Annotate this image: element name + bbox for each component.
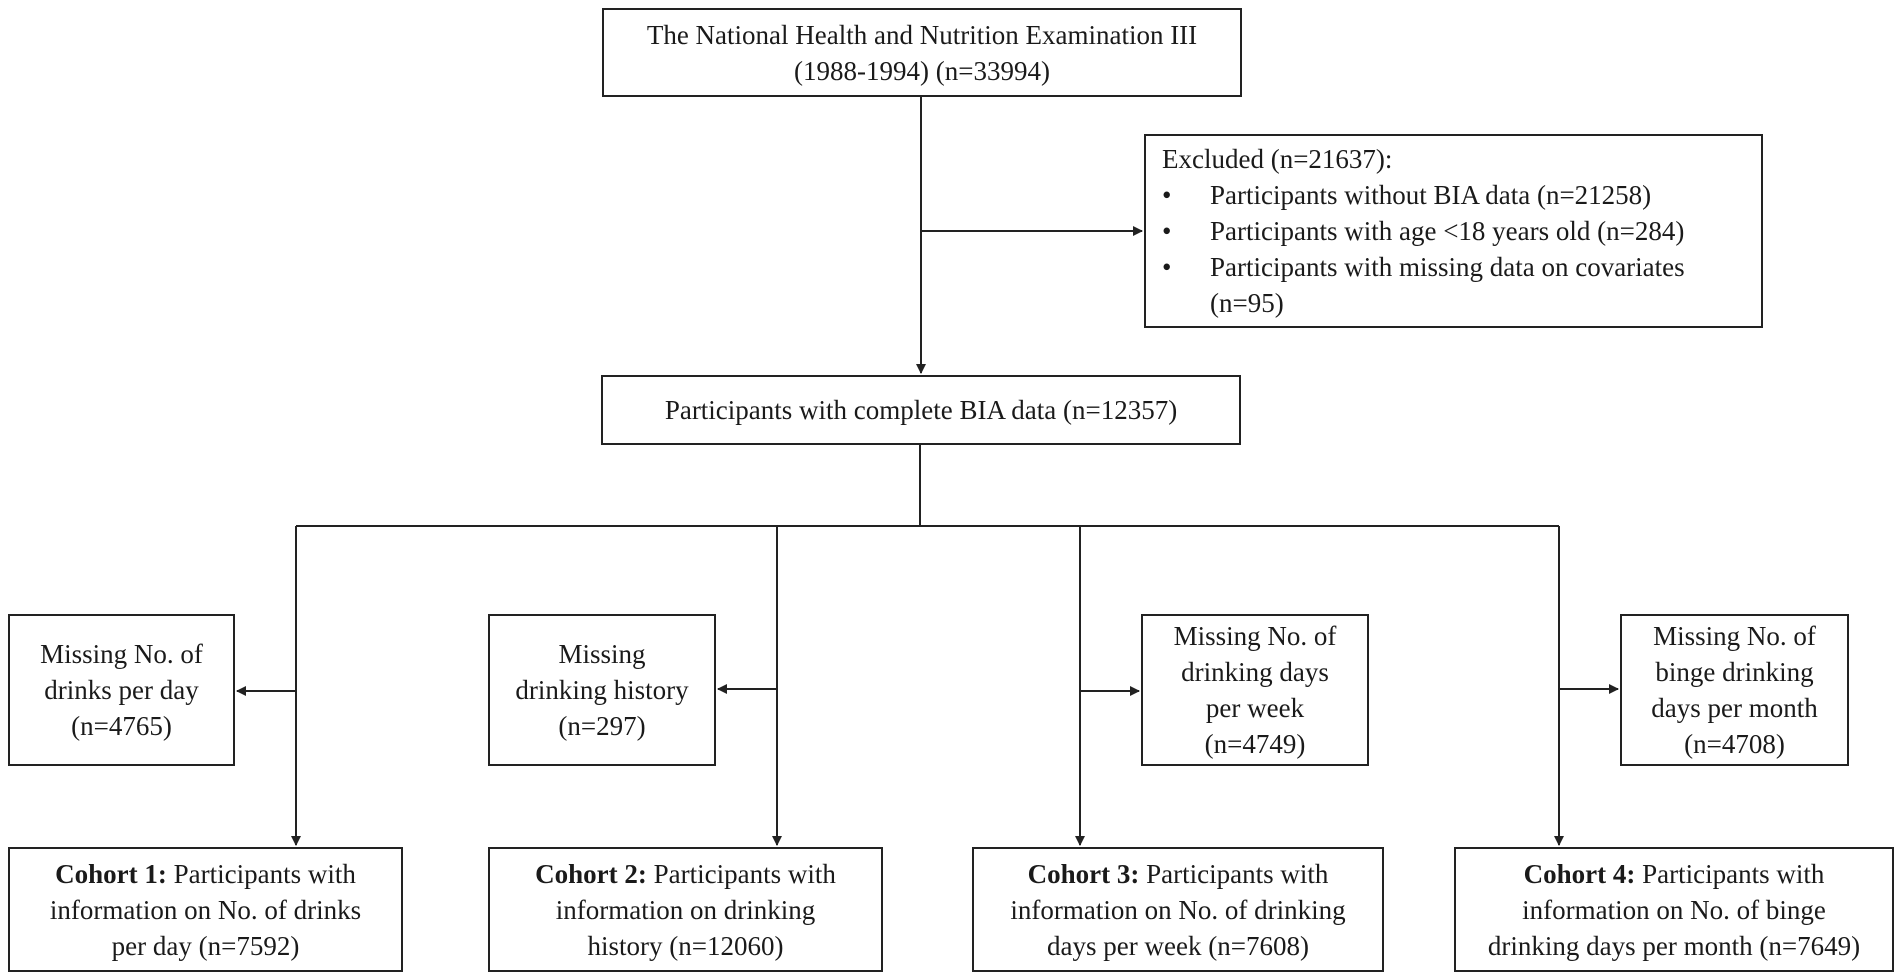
cohort-2-line-1-rest: Participants with <box>646 858 836 889</box>
cohort-box-4: Cohort 4: Participants with information … <box>1454 847 1894 972</box>
excluded-item-text: Participants without BIA data (n=21258) <box>1210 180 1652 210</box>
cohort-2-line-3: history (n=12060) <box>587 930 784 961</box>
cohort-1-line-1-rest: Participants with <box>166 858 356 889</box>
cohort-box-3: Cohort 3: Participants with information … <box>972 847 1384 972</box>
excluded-item-3-continued: (n=95) <box>1210 288 1284 318</box>
cohort-2-line-2: information on drinking <box>555 894 816 925</box>
missing-3-line-2: drinking days <box>1181 657 1329 687</box>
cohort-4-line-2: information on No. of binge <box>1522 894 1826 925</box>
cohort-3-line-1-rest: Participants with <box>1139 858 1329 889</box>
cohort-2-label: Cohort 2: <box>535 858 647 889</box>
excluded-item-3: • Participants with missing data on cova… <box>1162 249 1685 285</box>
missing-2-line-1: Missing <box>558 639 646 669</box>
cohort-1-label: Cohort 1: <box>55 858 167 889</box>
complete-label: Participants with complete BIA data (n=1… <box>664 395 1178 425</box>
missing-box-4: Missing No. of binge drinking days per m… <box>1620 614 1849 766</box>
excluded-item-1: • Participants without BIA data (n=21258… <box>1162 177 1651 213</box>
cohort-3-line-1: Cohort 3: Participants with <box>1028 856 1329 892</box>
cohort-4-line-1: Cohort 4: Participants with <box>1524 856 1825 892</box>
missing-1-line-1: Missing No. of <box>40 639 203 669</box>
cohort-box-2: Cohort 2: Participants with information … <box>488 847 883 972</box>
missing-4-line-4: (n=4708) <box>1684 729 1785 759</box>
excluded-title: Excluded (n=21637): <box>1162 144 1393 174</box>
complete-box: Participants with complete BIA data (n=1… <box>601 375 1241 445</box>
cohort-1-line-2: information on No. of drinks <box>49 894 362 925</box>
cohort-4-line-1-rest: Participants with <box>1635 858 1825 889</box>
cohort-1-line-3: per day (n=7592) <box>111 930 300 961</box>
excluded-item-text: Participants with age <18 years old (n=2… <box>1210 216 1685 246</box>
cohort-3-line-3: days per week (n=7608) <box>1047 930 1309 961</box>
cohort-3-line-2: information on No. of drinking <box>1010 894 1346 925</box>
cohort-4-line-3: drinking days per month (n=7649) <box>1487 930 1861 961</box>
cohort-1-line-1: Cohort 1: Participants with <box>55 856 356 892</box>
missing-3-line-4: (n=4749) <box>1204 729 1306 759</box>
missing-1-line-3: (n=4765) <box>71 711 172 741</box>
missing-4-line-3: days per month <box>1651 693 1818 723</box>
missing-2-line-3: (n=297) <box>558 711 646 741</box>
missing-3-line-1: Missing No. of <box>1173 621 1337 651</box>
source-line-2: (1988-1994) (n=33994) <box>794 55 1050 86</box>
missing-3-line-3: per week <box>1205 693 1305 723</box>
missing-box-1: Missing No. of drinks per day (n=4765) <box>8 614 235 766</box>
missing-box-3: Missing No. of drinking days per week (n… <box>1141 614 1369 766</box>
bullet-icon: • <box>1162 180 1172 210</box>
cohort-3-label: Cohort 3: <box>1027 858 1140 889</box>
cohort-2-line-1: Cohort 2: Participants with <box>535 856 836 892</box>
missing-box-2: Missing drinking history (n=297) <box>488 614 716 766</box>
cohort-4-label: Cohort 4: <box>1523 858 1636 889</box>
bullet-icon: • <box>1162 216 1172 246</box>
source-box: The National Health and Nutrition Examin… <box>602 8 1242 97</box>
excluded-item-text: Participants with missing data on covari… <box>1210 252 1685 282</box>
missing-1-line-2: drinks per day <box>44 675 199 705</box>
excluded-item-2: • Participants with age <18 years old (n… <box>1162 213 1684 249</box>
source-line-1: The National Health and Nutrition Examin… <box>646 19 1198 50</box>
missing-4-line-1: Missing No. of <box>1653 621 1816 651</box>
bullet-icon: • <box>1162 252 1172 282</box>
missing-2-line-2: drinking history <box>515 675 689 705</box>
excluded-box: Excluded (n=21637): • Participants witho… <box>1144 134 1763 328</box>
missing-4-line-2: binge drinking <box>1655 657 1814 687</box>
cohort-box-1: Cohort 1: Participants with information … <box>8 847 403 972</box>
